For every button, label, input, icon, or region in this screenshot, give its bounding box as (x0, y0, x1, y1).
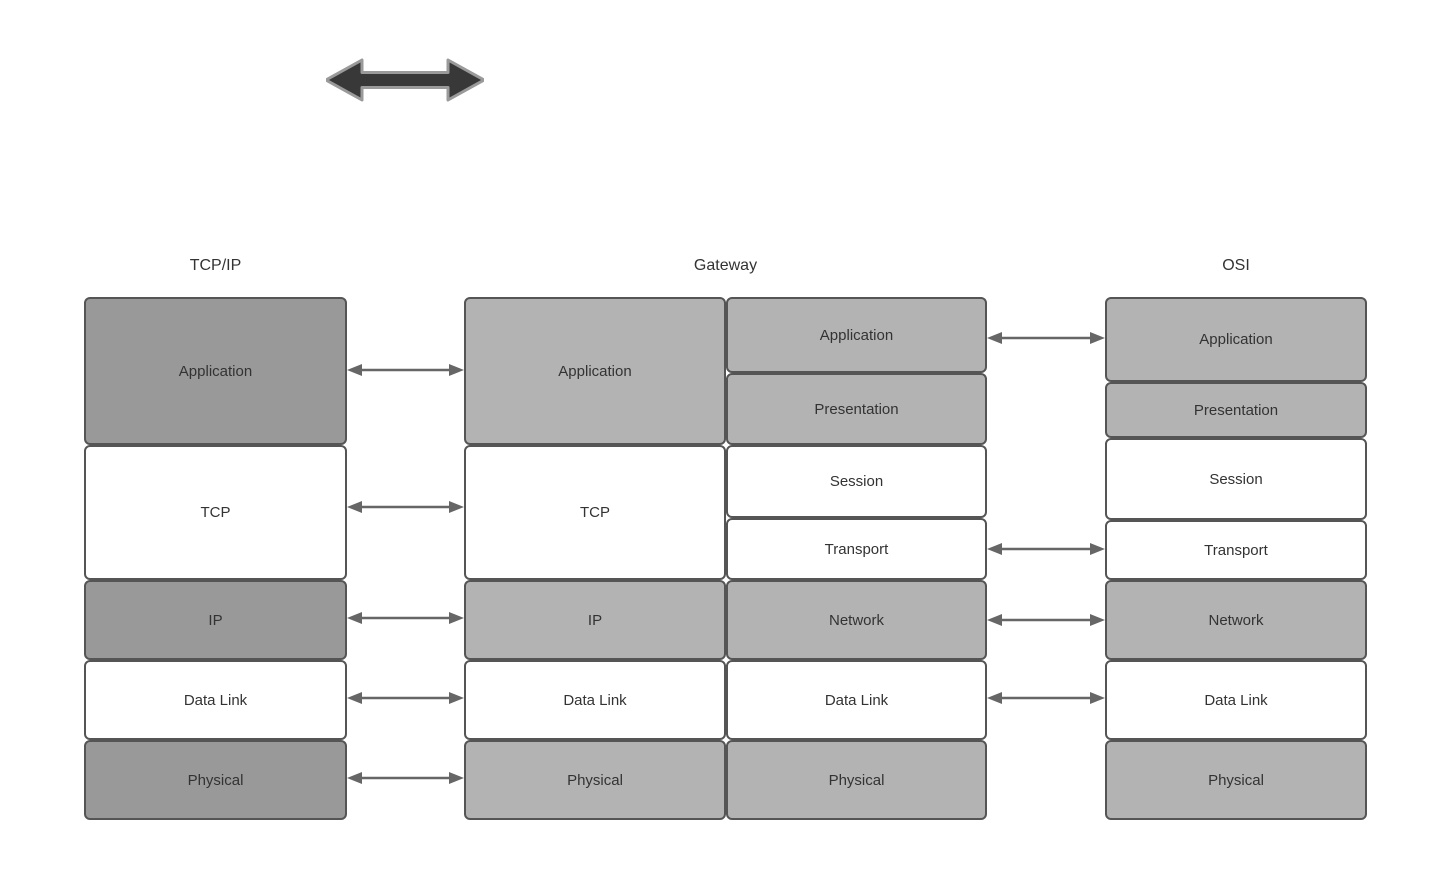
layer-box-gateway-right-stack-presentation[interactable]: Presentation (726, 373, 987, 445)
layer-box-gateway-left-stack-data-link[interactable]: Data Link (464, 660, 726, 740)
layer-box-osi-stack-presentation[interactable]: Presentation (1105, 382, 1367, 438)
layer-box-tcpip-stack-physical[interactable]: Physical (84, 740, 347, 820)
layer-box-gateway-right-stack-network[interactable]: Network (726, 580, 987, 660)
layer-label: Presentation (1193, 401, 1279, 419)
column-caption-gateway: Gateway (693, 257, 758, 274)
layer-box-tcpip-stack-tcp[interactable]: TCP (84, 445, 347, 580)
layer-label: Application (178, 362, 253, 380)
layer-box-gateway-left-stack-tcp[interactable]: TCP (464, 445, 726, 580)
layer-label: Application (819, 326, 894, 344)
connector-arrow-gateway-osi-application (987, 328, 1105, 348)
layer-box-osi-stack-physical[interactable]: Physical (1105, 740, 1367, 820)
double-headed-arrow-icon (326, 57, 484, 103)
column-caption-osi: OSI (1222, 257, 1250, 274)
layer-box-gateway-right-stack-session[interactable]: Session (726, 445, 987, 518)
layer-box-osi-stack-data-link[interactable]: Data Link (1105, 660, 1367, 740)
layer-label: Data Link (563, 691, 627, 709)
layer-box-osi-stack-network[interactable]: Network (1105, 580, 1367, 660)
layer-label: IP (208, 611, 223, 629)
layer-label: Network (828, 611, 884, 629)
layer-label: Application (558, 362, 632, 380)
layer-label: Application (1199, 331, 1273, 348)
layer-box-gateway-left-stack-application[interactable]: Application (464, 297, 726, 445)
layer-label: Physical (828, 771, 885, 789)
layer-box-gateway-right-stack-transport[interactable]: Transport (726, 518, 987, 580)
connector-arrow-gateway-osi-datalink (987, 688, 1105, 708)
layer-box-tcpip-stack-data-link[interactable]: Data Link (84, 660, 347, 740)
layer-label: TCP (580, 504, 610, 521)
layer-label: Data Link (183, 691, 248, 709)
connector-arrow-tcpip-gateway-ip (347, 608, 464, 628)
layer-label: Physical (567, 771, 623, 789)
layer-label: Session (1209, 470, 1263, 488)
layer-label: Physical (187, 771, 244, 789)
connector-arrow-tcpip-gateway-tcp (347, 497, 464, 517)
column-caption-tcpip: TCP/IP (189, 257, 242, 274)
layer-box-gateway-left-stack-ip[interactable]: IP (464, 580, 726, 660)
layer-box-gateway-right-stack-application[interactable]: Application (726, 297, 987, 373)
connector-arrow-tcpip-gateway-application (347, 360, 464, 380)
layer-label: Session (829, 473, 884, 490)
layer-box-tcpip-stack-application[interactable]: Application (84, 297, 347, 445)
layer-label: Presentation (814, 400, 899, 418)
layer-box-osi-stack-session[interactable]: Session (1105, 438, 1367, 520)
connector-arrow-gateway-osi-network (987, 610, 1105, 630)
connector-arrow-tcpip-gateway-datalink (347, 688, 464, 708)
connector-arrow-gateway-osi-transport (987, 539, 1105, 559)
layer-label: Transport (824, 540, 889, 558)
layer-label: Network (1208, 611, 1264, 629)
layer-label: Transport (1204, 541, 1268, 559)
layer-box-osi-stack-transport[interactable]: Transport (1105, 520, 1367, 580)
layer-box-gateway-left-stack-physical[interactable]: Physical (464, 740, 726, 820)
layer-label: Physical (1208, 771, 1264, 789)
layer-box-gateway-right-stack-physical[interactable]: Physical (726, 740, 987, 820)
layer-label: Data Link (1204, 691, 1268, 709)
layer-box-gateway-right-stack-data-link[interactable]: Data Link (726, 660, 987, 740)
layer-label: Data Link (824, 691, 889, 709)
layer-label: TCP (200, 504, 231, 521)
layer-box-tcpip-stack-ip[interactable]: IP (84, 580, 347, 660)
connector-arrow-tcpip-gateway-physical (347, 768, 464, 788)
layer-box-osi-stack-application[interactable]: Application (1105, 297, 1367, 382)
layer-label: IP (587, 611, 603, 629)
